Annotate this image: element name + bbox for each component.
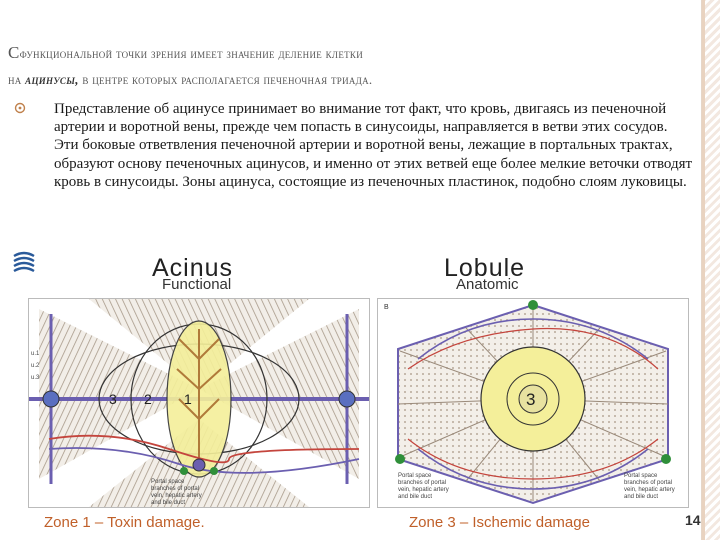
acinus-subheading: Functional — [162, 276, 232, 293]
title-line2-pre: на — [8, 72, 26, 87]
acinus-diagram: 3 2 1 u.1 u.2 u.3 Portal space branches … — [28, 298, 370, 508]
lobule-left-caption-4: and bile duct — [398, 494, 432, 500]
lobule-right-caption-3: vein, hepatic artery — [624, 487, 675, 493]
left-caption-line-3: vein, hepatic artery — [151, 493, 202, 499]
left-vein-node — [42, 390, 60, 408]
terminal-branches — [176, 329, 222, 469]
lobule-zone-number: 3 — [526, 390, 535, 409]
hepatic-artery-branch — [48, 434, 360, 464]
publisher-logo-icon — [10, 250, 38, 276]
lobule-right-caption-2: branches of portal — [624, 480, 672, 486]
zone-1-caption: Zone 1 – Toxin damage. — [44, 514, 205, 531]
lobule-subheading: Anatomic — [456, 276, 519, 293]
bile-duct-icon-right — [210, 467, 218, 475]
left-caption-line-4: and bile duct — [151, 500, 185, 506]
zone-side-label-3: u.3 — [31, 375, 40, 381]
left-caption-line-1: Portal space — [151, 479, 185, 485]
lobule-left-caption-3: vein, hepatic artery — [398, 487, 449, 493]
lobule-peripheral-arteries — [407, 327, 659, 480]
bullet-paragraph: Представление об ацинусе принимает во вн… — [14, 100, 694, 191]
bullet-text: Представление об ацинусе принимает во вн… — [54, 101, 693, 190]
portal-vein-branch — [48, 447, 360, 474]
title-first-letter: С — [8, 43, 20, 62]
lobule-peripheral-veins — [417, 318, 649, 490]
zone-number-1: 1 — [184, 391, 192, 407]
portal-triad-right-icon — [661, 454, 671, 464]
title-line1: функциональной точки зрения имеет значен… — [19, 46, 364, 61]
bile-duct-icon — [180, 467, 188, 475]
left-caption-line-2: branches of portal — [151, 486, 199, 492]
portal-triad-node — [192, 458, 206, 472]
acinus-illustration: 3 2 1 u.1 u.2 u.3 Portal space branches … — [29, 299, 369, 507]
bullet-icon — [14, 100, 54, 191]
panel-b-label: B — [384, 304, 389, 311]
slide-title: Сфункциональной точки зрения имеет значе… — [8, 40, 698, 93]
right-hepatic-plates — [199, 309, 359, 479]
central-vein-ring — [506, 372, 560, 426]
lobule-heading: Lobule — [444, 254, 526, 282]
central-vein — [518, 384, 548, 414]
zone-number-2: 2 — [144, 391, 152, 407]
zone-number-3: 3 — [109, 391, 117, 407]
lobule-right-caption-4: and bile duct — [624, 494, 658, 500]
lobule-illustration: B 3 Portal space branches of portal vein… — [384, 300, 675, 505]
lobule-left-caption-1: Portal space — [398, 473, 432, 479]
title-emphasis: ацинусы, — [25, 72, 79, 87]
portal-triad-top-icon — [528, 300, 538, 310]
acinus-heading: Acinus — [152, 254, 234, 282]
zone-3-caption: Zone 3 – Ischemic damage — [409, 514, 590, 531]
title-line2-post: в центре которых располагается печеночна… — [78, 72, 373, 87]
lobule-left-caption-2: branches of portal — [398, 480, 446, 486]
page-number: 14 — [685, 512, 701, 528]
lobule-right-caption-1: Portal space — [624, 473, 658, 479]
slide-decorative-edge — [701, 0, 720, 540]
zone-side-label-2: u.2 — [31, 363, 40, 369]
right-vein-node — [338, 390, 356, 408]
portal-triad-left-icon — [395, 454, 405, 464]
zone-side-label-1: u.1 — [31, 351, 40, 357]
lobule-diagram: B 3 Portal space branches of portal vein… — [377, 298, 689, 508]
